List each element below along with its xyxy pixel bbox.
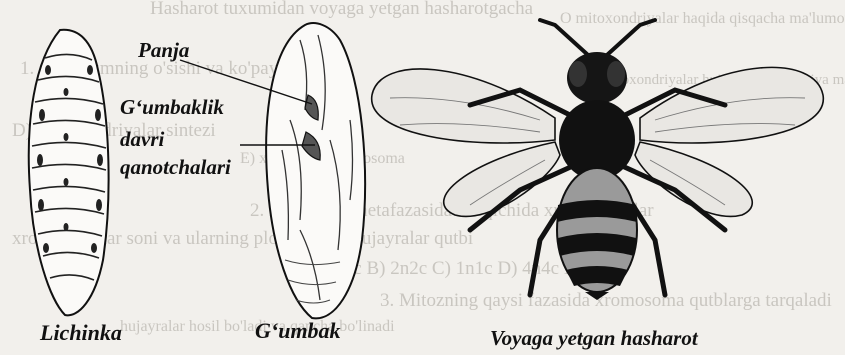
callout-wing-label-line2: davri	[120, 127, 164, 151]
callout-wing-label-line3: qanotchalari	[120, 155, 231, 179]
adult-caption: Voyaga yetgan hasharot	[490, 326, 698, 351]
larva-illustration	[29, 30, 109, 316]
pupa-caption: G‘umbak	[255, 318, 341, 344]
callout-wing-label-line1: G‘umbaklik	[120, 95, 224, 119]
pupa-illustration	[266, 23, 365, 318]
callout-leg-label: Panja	[138, 38, 189, 62]
adult-bee-illustration	[372, 20, 824, 300]
larva-caption: Lichinka	[40, 320, 122, 346]
